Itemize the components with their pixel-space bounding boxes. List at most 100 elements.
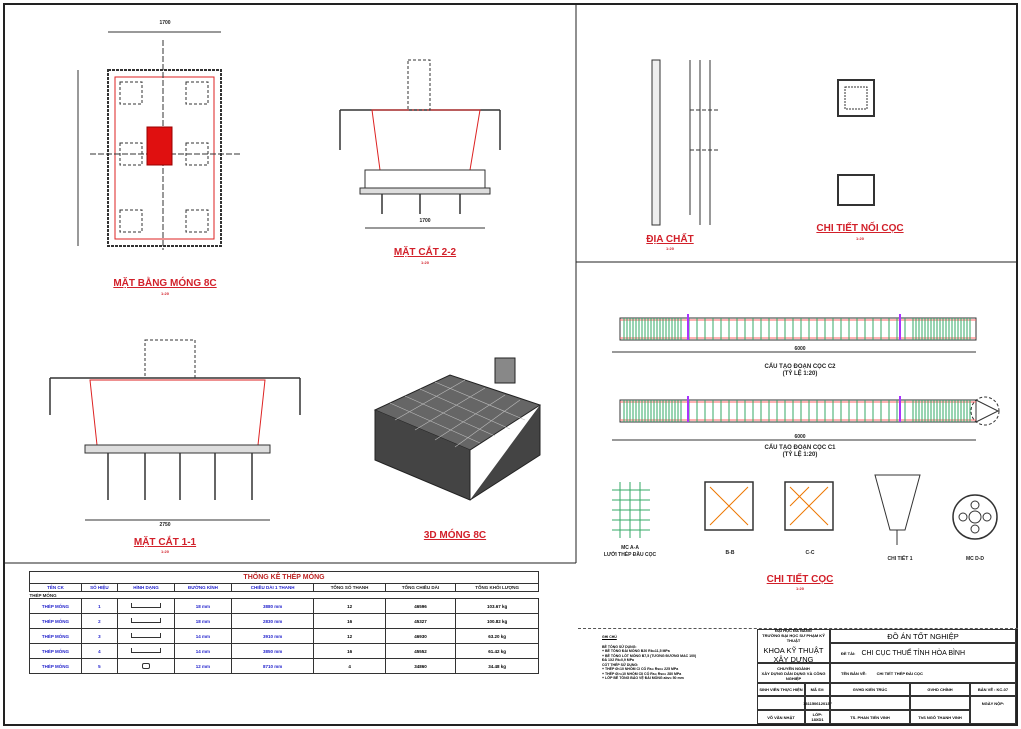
cell-name: THÉP MÓNG [29,613,82,629]
bar-shape-icon [116,613,176,629]
major: CHUYÊN NGÀNH XÂY DỰNG DÂN DỤNG VÀ CÔNG N… [757,663,830,683]
plan-title: MẶT BẰNG MÓNG 8C [113,278,217,289]
cell-total: 34860 [384,658,457,674]
cell-mass: 34.48 kg [455,658,539,674]
section-cc: C-C [805,550,815,556]
major-value: XÂY DỰNG DÂN DỤNG VÀ CÔNG NGHIỆP [761,670,826,681]
section-aa-sub: LƯỚI THÉP ĐẦU CỌC [603,552,657,558]
section-aa: MC A-A [621,545,639,551]
topic: ĐỀ TÀI: CHI CỤC THUẾ TỈNH HÒA BÌNH [830,643,1016,663]
detail-1: CHI TIẾT 1 [887,556,913,562]
sheet-number: BẢN VẼ : KC-07 [970,683,1016,696]
bar-shape-icon [116,628,176,644]
student-label: SINH VIÊN THỰC HIỆN [757,683,805,696]
cell-dia: 14 mm [174,628,232,644]
sheet-label: TÊN BẢN VẼ: [841,670,867,676]
sheet-value: CHI TIẾT THÉP ĐÀI CỌC [876,670,923,676]
note-line: + BÊ TÔNG LÓT MÓNG B7,5 (TƯƠNG ĐƯƠNG MAC… [602,653,697,658]
bar-shape-icon [116,658,176,674]
section-1-1 [49,339,301,521]
foundation-3d [373,357,542,501]
cell-mass: 103.67 kg [455,598,539,614]
splice-scale: 1:20 [855,236,864,241]
pile-c1 [612,396,1000,441]
class: LỚP: 18XD1 [805,710,830,724]
cell-len: 3910 mm [230,628,315,644]
section-bb: B-B [725,550,735,556]
notes: GHI CHÚ BÊ TÔNG SỬ DỤNG:+ BÊ TÔNG ĐÀI MÓ… [578,629,757,724]
col-header: TỔNG KHỐI LƯỢNG [455,583,539,592]
cell-len: 8710 mm [230,658,315,674]
cell-dia: 14 mm [174,643,232,659]
id-label: MÃ SV: [805,683,830,696]
note-line: ĐÁ 1X2 Rt=0,9 MPa [602,658,634,662]
arch-advisor: TS. PHAN TIẾN VINH [830,710,910,724]
cell-mass: 61.42 kg [455,643,539,659]
bar-shape-icon [116,598,176,614]
pile-detail-title: CHI TIẾT CỌC [766,574,834,585]
cell-dia: 12 mm [174,658,232,674]
cell-dia: 18 mm [174,613,232,629]
col-header: TỔNG SỐ THANH [313,583,386,592]
school-name: TRƯỜNG ĐẠI HỌC SƯ PHẠM KỸ THUẬT [762,633,825,643]
pile-detail-scale: 1:20 [795,586,804,591]
uni-name: ĐẠI HỌC ĐÀ NẴNG [775,628,812,633]
section11-scale: 1:20 [160,549,169,554]
foundation-plan [77,31,240,250]
pile-splice [837,79,875,206]
cell-count: 12 [313,598,386,614]
plan-dim: 1700 [159,20,171,26]
col-header: HÌNH DẠNG [116,583,176,592]
cell-mass: 63.20 kg [455,628,539,644]
cell-name: THÉP MÓNG [29,628,82,644]
main-label: GVHD CHÍNH [910,683,970,696]
pile-c2 [612,314,977,353]
pile-c1-scale: (TỶ LỆ 1:20) [782,452,818,458]
cell-mass: 100.82 kg [455,613,539,629]
main-advisor: ThS NGÔ THANH VINH [910,710,970,724]
cell-total: 46930 [384,628,457,644]
pile-sections [612,474,998,545]
cell-name: THÉP MÓNG [29,598,82,614]
plan-scale: 1:20 [160,291,169,296]
section-dd: MC D-D [965,556,985,562]
model3d-title: 3D MÓNG 8C [423,530,487,541]
cell-dia: 18 mm [174,598,232,614]
cell-count: 16 [313,643,386,659]
section11-dim: 2750 [159,522,171,528]
sheet-name: TÊN BẢN VẼ: CHI TIẾT THÉP ĐÀI CỌC [830,663,1016,683]
cell-len: 2830 mm [230,613,315,629]
cell-name: THÉP MÓNG [29,643,82,659]
splice-title: CHI TIẾT NỐI CỌC [816,223,904,234]
pile-c2-caption: CẤU TẠO ĐOẠN CỌC C2 [764,364,836,370]
section-2-2 [339,59,501,229]
col-header: TÊN CK [29,583,82,592]
blank [757,696,805,710]
university: ĐẠI HỌC ĐÀ NẴNG TRƯỜNG ĐẠI HỌC SƯ PHẠM K… [757,628,830,664]
bar-shape-icon [116,643,176,659]
geology-title: ĐỊA CHẤT [646,234,694,245]
project-type: ĐỒ ÁN TỐT NGHIỆP [830,629,1016,643]
major-label: CHUYÊN NGÀNH [777,665,810,671]
cell-total: 46596 [384,598,457,614]
pile-c1-caption: CẤU TẠO ĐOẠN CỌC C1 [764,445,836,451]
pile-c2-length: 6000 [794,346,806,352]
steel-schedule-table: THỐNG KÊ THÉP MÓNG TÊN CK SỐ HIỆU HÌNH D… [29,571,539,674]
col-header: CHIỀU DÀI 1 THANH [230,583,315,592]
geology-scale: 1:20 [665,246,674,251]
cell-count: 16 [313,613,386,629]
cell-total: 45327 [384,613,457,629]
faculty: KHOA KỸ THUẬT XÂY DỰNG [763,646,824,664]
note-line: + LỚP BÊ TÔNG BẢO VỆ ĐÀI MÓNG abv= 50 mm [602,676,684,680]
cell-no: 1 [80,598,118,614]
note-line: + BÊ TÔNG ĐÀI MÓNG B20 Rb=11,5 MPa [602,649,670,653]
section11-title: MẶT CẮT 1-1 [133,537,197,548]
cell-count: 12 [313,628,386,644]
cell-name: THÉP MÓNG [29,658,82,674]
note-line: BÊ TÔNG SỬ DỤNG: [602,644,637,649]
